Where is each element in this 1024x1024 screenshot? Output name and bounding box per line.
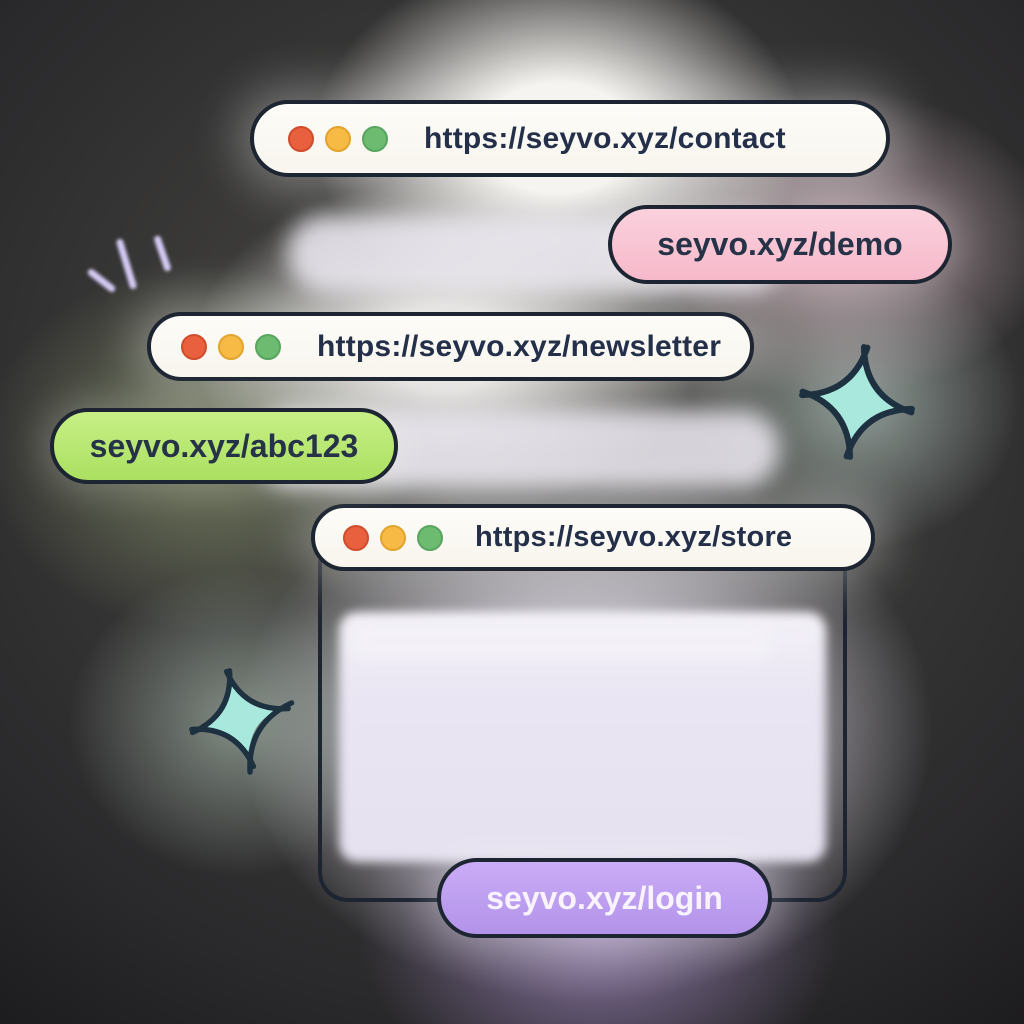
window-controls	[343, 524, 443, 551]
browser-address-bar-contact: https://seyvo.xyz/contact	[250, 100, 890, 177]
url-text[interactable]: https://seyvo.xyz/contact	[424, 121, 786, 155]
sparkle-ray-icon	[115, 238, 138, 290]
minimize-button-icon[interactable]	[325, 125, 351, 152]
minimize-button-icon[interactable]	[218, 333, 244, 360]
short-link-pill-login[interactable]: seyvo.xyz/login	[437, 858, 772, 938]
window-controls	[181, 333, 281, 360]
minimize-button-icon[interactable]	[380, 524, 406, 551]
sparkle-icon	[189, 668, 295, 775]
short-link-pill-demo[interactable]: seyvo.xyz/demo	[608, 205, 952, 284]
browser-window-store	[318, 538, 847, 902]
browser-address-bar-newsletter: https://seyvo.xyz/newsletter	[147, 312, 754, 381]
close-button-icon[interactable]	[288, 125, 314, 152]
short-link-label: seyvo.xyz/login	[486, 879, 723, 916]
short-link-pill-abc123[interactable]: seyvo.xyz/abc123	[50, 408, 398, 484]
sparkle-icon	[799, 344, 915, 460]
sparkle-ray-icon	[153, 234, 172, 273]
sparkle-ray-icon	[86, 267, 117, 294]
url-text[interactable]: https://seyvo.xyz/store	[475, 521, 793, 553]
close-button-icon[interactable]	[181, 333, 207, 360]
window-controls	[288, 125, 388, 152]
short-link-label: seyvo.xyz/abc123	[89, 427, 359, 464]
url-text[interactable]: https://seyvo.xyz/newsletter	[317, 329, 722, 363]
zoom-button-icon[interactable]	[417, 524, 443, 551]
browser-address-bar-store: https://seyvo.xyz/store	[311, 504, 875, 571]
page-content-strip	[352, 624, 772, 658]
zoom-button-icon[interactable]	[255, 333, 281, 360]
short-link-label: seyvo.xyz/demo	[657, 226, 903, 262]
close-button-icon[interactable]	[343, 524, 369, 551]
zoom-button-icon[interactable]	[362, 125, 388, 152]
